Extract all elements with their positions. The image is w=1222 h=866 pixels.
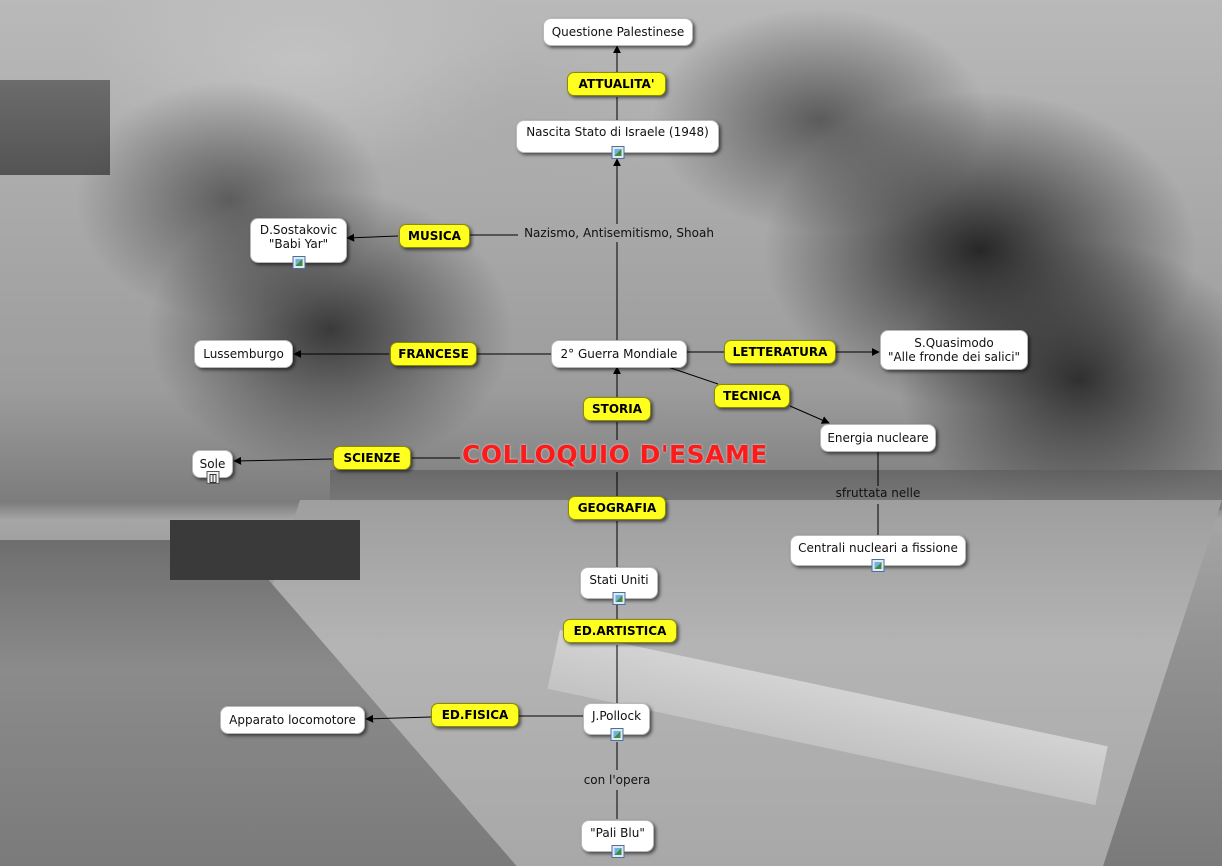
image-attachment-icon[interactable] (292, 256, 305, 269)
tag-label: ATTUALITA' (578, 77, 655, 91)
node-nascita-israele[interactable]: Nascita Stato di Israele (1948) (516, 120, 719, 159)
image-attachment-icon[interactable] (871, 559, 885, 572)
node-stati-uniti[interactable]: Stati Uniti (580, 567, 658, 605)
tag-label: ED.FISICA (441, 708, 509, 722)
linking-phrase-con-opera: con l'opera (567, 773, 667, 787)
image-attachment-icon[interactable] (611, 146, 624, 159)
link-scienze-sole (233, 456, 333, 465)
node-seconda-guerra-mondiale[interactable]: 2° Guerra Mondiale (551, 340, 687, 368)
node-label: Apparato locomotore (229, 713, 356, 727)
node-label: Nascita Stato di Israele (1948) (526, 125, 709, 139)
node-label: Stati Uniti (589, 573, 649, 587)
tag-geografia[interactable]: GEOGRAFIA (568, 496, 666, 520)
tag-francese[interactable]: FRANCESE (390, 342, 477, 366)
node-label: "Pali Blu" (590, 826, 645, 840)
link-musica-sostakovic (346, 233, 399, 242)
tag-ed-artistica[interactable]: ED.ARTISTICA (563, 619, 677, 643)
tag-label: TECNICA (723, 389, 781, 403)
image-attachment-icon[interactable] (611, 845, 624, 858)
phrase-label: con l'opera (583, 773, 651, 787)
ship-silhouette (170, 520, 360, 580)
phrase-label: Nazismo, Antisemitismo, Shoah (524, 226, 714, 240)
document-attachment-icon[interactable] (206, 471, 219, 484)
tag-label: GEOGRAFIA (577, 501, 657, 515)
crane-silhouette (0, 80, 110, 175)
node-sole[interactable]: Sole (192, 450, 233, 484)
node-label: J.Pollock (591, 709, 642, 723)
tag-label: ED.ARTISTICA (573, 624, 667, 638)
node-label: Questione Palestinese (551, 25, 685, 39)
link-edfisica-apparato (365, 714, 432, 723)
node-energia-nucleare[interactable]: Energia nucleare (820, 424, 936, 452)
map-title: COLLOQUIO D'ESAME (462, 440, 768, 469)
image-attachment-icon[interactable] (612, 592, 626, 605)
node-sostakovic[interactable]: D.Sostakovic "Babi Yar" (250, 218, 347, 269)
node-pollock[interactable]: J.Pollock (583, 703, 650, 741)
node-label: 2° Guerra Mondiale (560, 347, 678, 361)
image-attachment-icon[interactable] (610, 728, 623, 741)
node-centrali-nucleari[interactable]: Centrali nucleari a fissione (790, 535, 966, 572)
tag-label: STORIA (591, 402, 643, 416)
node-pali-blu[interactable]: "Pali Blu" (581, 820, 654, 858)
node-apparato-locomotore[interactable]: Apparato locomotore (220, 706, 365, 734)
linking-phrase-nazismo: Nazismo, Antisemitismo, Shoah (519, 226, 719, 240)
tag-storia[interactable]: STORIA (583, 397, 651, 421)
tag-letteratura[interactable]: LETTERATURA (724, 340, 836, 364)
node-label: S.Quasimodo "Alle fronde dei salici" (887, 336, 1021, 364)
node-label: Lussemburgo (203, 347, 284, 361)
tag-musica[interactable]: MUSICA (399, 224, 470, 248)
node-label: Centrali nucleari a fissione (798, 541, 958, 555)
tag-scienze[interactable]: SCIENZE (333, 446, 411, 470)
tag-tecnica[interactable]: TECNICA (714, 384, 790, 408)
node-quasimodo[interactable]: S.Quasimodo "Alle fronde dei salici" (880, 330, 1028, 370)
linking-phrase-sfruttata: sfruttata nelle (818, 486, 938, 500)
tag-label: FRANCESE (398, 347, 469, 361)
phrase-label: sfruttata nelle (835, 486, 921, 500)
tag-attualita[interactable]: ATTUALITA' (567, 72, 666, 96)
tag-label: SCIENZE (343, 451, 401, 465)
node-lussemburgo[interactable]: Lussemburgo (194, 340, 293, 368)
node-label: Energia nucleare (827, 431, 929, 445)
node-label: D.Sostakovic "Babi Yar" (259, 223, 338, 251)
tag-label: MUSICA (408, 229, 461, 243)
link-tecnica-energia (789, 405, 830, 424)
node-label: Sole (199, 457, 226, 471)
tag-ed-fisica[interactable]: ED.FISICA (431, 703, 519, 727)
link-guerra-tecnica (667, 366, 719, 385)
node-questione-palestinese[interactable]: Questione Palestinese (543, 18, 693, 46)
tag-label: LETTERATURA (732, 345, 828, 359)
